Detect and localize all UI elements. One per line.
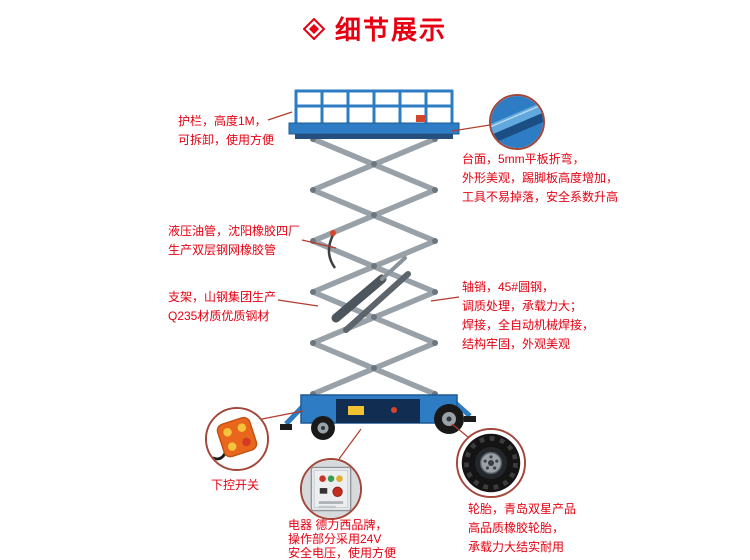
rear-wheel xyxy=(434,404,464,434)
guardrail xyxy=(294,89,454,125)
page-title: 细节展示 xyxy=(334,15,447,45)
diamond-icon xyxy=(302,17,325,40)
scissor-joints xyxy=(310,136,438,397)
callout-guardrail: 护栏，高度1M， 可拆卸，使用方便 xyxy=(178,114,275,147)
inset-wheel-photo xyxy=(456,428,526,498)
hydraulic-cylinder xyxy=(331,256,411,333)
front-wheel xyxy=(311,416,335,440)
leader-panel xyxy=(338,428,362,460)
header: 细节展示 xyxy=(0,10,750,47)
inset-remote-control-photo xyxy=(205,407,269,471)
callout-tires: 轮胎，青岛双星产品 高品质橡胶轮胎， 承载力大结实耐用 xyxy=(468,502,577,554)
leader-remote xyxy=(261,410,304,420)
inset-platform-detail-photo xyxy=(489,94,545,150)
leader-platform xyxy=(451,124,491,132)
leader-pins xyxy=(430,296,460,302)
callout-electrics: 电器 德力西品牌， 操作部分采用24V 安全电压，使用方便 xyxy=(288,518,397,560)
leader-hydraulic xyxy=(301,239,337,249)
callout-pins: 轴销，45#圆钢， 调质处理，承载力大； 焊接，全自动机械焊接， 结构牢固，外观… xyxy=(462,280,595,351)
platform-deck xyxy=(288,115,460,139)
leader-wheel xyxy=(451,423,469,438)
callout-frame: 支架，山钢集团生产 Q235材质优质钢材 xyxy=(168,290,277,323)
leader-guardrail xyxy=(267,111,293,121)
inset-control-panel-photo xyxy=(300,458,362,520)
hydraulic-hose xyxy=(327,230,337,269)
leader-frame xyxy=(277,299,319,307)
callout-hydraulic: 液压油管，沈阳橡胶四厂 生产双层钢网橡胶管 xyxy=(168,224,301,257)
leader-lines xyxy=(261,111,491,460)
callout-platform: 台面，5mm平板折弯， 外形美观，踢脚板高度增加， 工具不易掉落，安全系数升高 xyxy=(462,152,619,204)
callout-remote: 下控开关 xyxy=(211,478,260,492)
